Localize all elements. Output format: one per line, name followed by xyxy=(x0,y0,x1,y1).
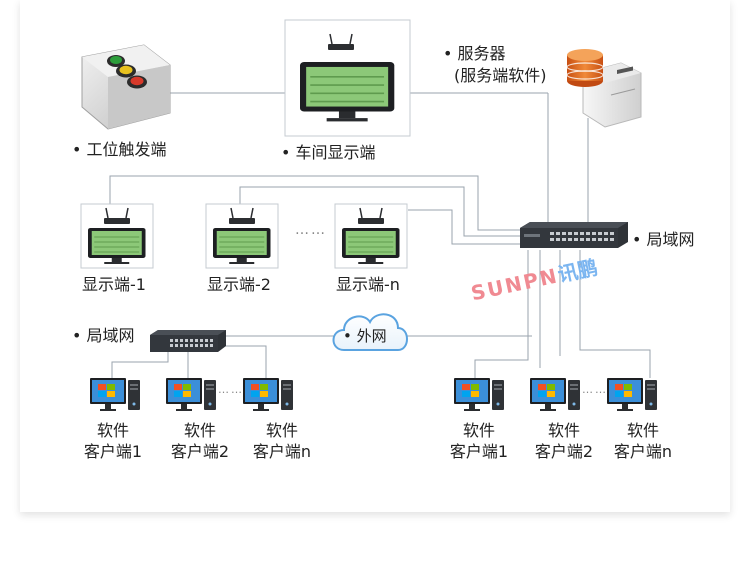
client-pc-right-1-icon xyxy=(454,378,504,411)
client-left-2-line1: 软件 xyxy=(183,421,216,440)
label-client-right-2: 软件 客户端2 xyxy=(528,420,600,462)
line-display2 xyxy=(239,186,520,237)
line-right-client1 xyxy=(474,250,529,378)
trigger-box-icon xyxy=(81,44,171,130)
label-internet: 外网 xyxy=(343,326,387,346)
server-icon xyxy=(566,49,642,128)
label-lan-right: 局域网 xyxy=(632,230,695,250)
client-right-1-line2: 客户端1 xyxy=(449,442,509,461)
line-left-client1 xyxy=(111,352,169,378)
client-pc-left-1-icon xyxy=(90,378,140,411)
line-display1 xyxy=(109,175,520,231)
label-trigger: 工位触发端 xyxy=(72,140,167,160)
ellipsis-right-pcs: …… xyxy=(582,383,608,396)
label-display-2: 显示端-2 xyxy=(207,275,271,294)
label-client-right-n: 软件 客户端n xyxy=(606,420,680,462)
client-left-2-line2: 客户端2 xyxy=(170,442,230,461)
label-client-left-1: 软件 客户端1 xyxy=(80,420,146,462)
client-left-n-line1: 软件 xyxy=(265,421,298,440)
ellipsis-left-pcs: …… xyxy=(218,383,244,396)
client-pc-left-2-icon xyxy=(166,378,216,411)
label-client-right-1: 软件 客户端1 xyxy=(443,420,515,462)
client-right-n-line2: 客户端n xyxy=(613,442,673,461)
client-left-1-line2: 客户端1 xyxy=(83,442,143,461)
client-pc-left-n-icon xyxy=(243,378,293,411)
display-1-icon xyxy=(80,203,154,269)
line-right-clientn xyxy=(579,250,651,378)
label-client-left-n: 软件 客户端n xyxy=(246,420,318,462)
client-right-2-line2: 客户端2 xyxy=(534,442,594,461)
label-lan-left: 局域网 xyxy=(72,326,135,346)
line-displayn xyxy=(408,209,520,245)
display-2-icon xyxy=(205,203,279,269)
switch-right-icon xyxy=(520,222,628,248)
workshop-display-icon xyxy=(284,19,411,137)
client-left-n-line2: 客户端n xyxy=(252,442,312,461)
display-n-icon xyxy=(334,203,408,269)
label-server: 服务器 xyxy=(443,44,506,64)
label-display-1: 显示端-1 xyxy=(82,275,146,294)
connection-lines xyxy=(109,92,651,378)
label-client-left-2: 软件 客户端2 xyxy=(164,420,236,462)
ellipsis-displays: …… xyxy=(295,222,327,238)
label-workshop-display: 车间显示端 xyxy=(281,143,376,163)
client-right-1-line1: 软件 xyxy=(462,421,495,440)
label-display-n: 显示端-n xyxy=(336,275,400,294)
label-server-software: (服务端软件) xyxy=(454,66,547,85)
client-left-1-line1: 软件 xyxy=(96,421,129,440)
client-pc-right-n-icon xyxy=(607,378,657,411)
client-right-n-line1: 软件 xyxy=(626,421,659,440)
client-pc-right-2-icon xyxy=(530,378,580,411)
client-right-2-line1: 软件 xyxy=(547,421,580,440)
switch-left-icon xyxy=(150,330,226,352)
